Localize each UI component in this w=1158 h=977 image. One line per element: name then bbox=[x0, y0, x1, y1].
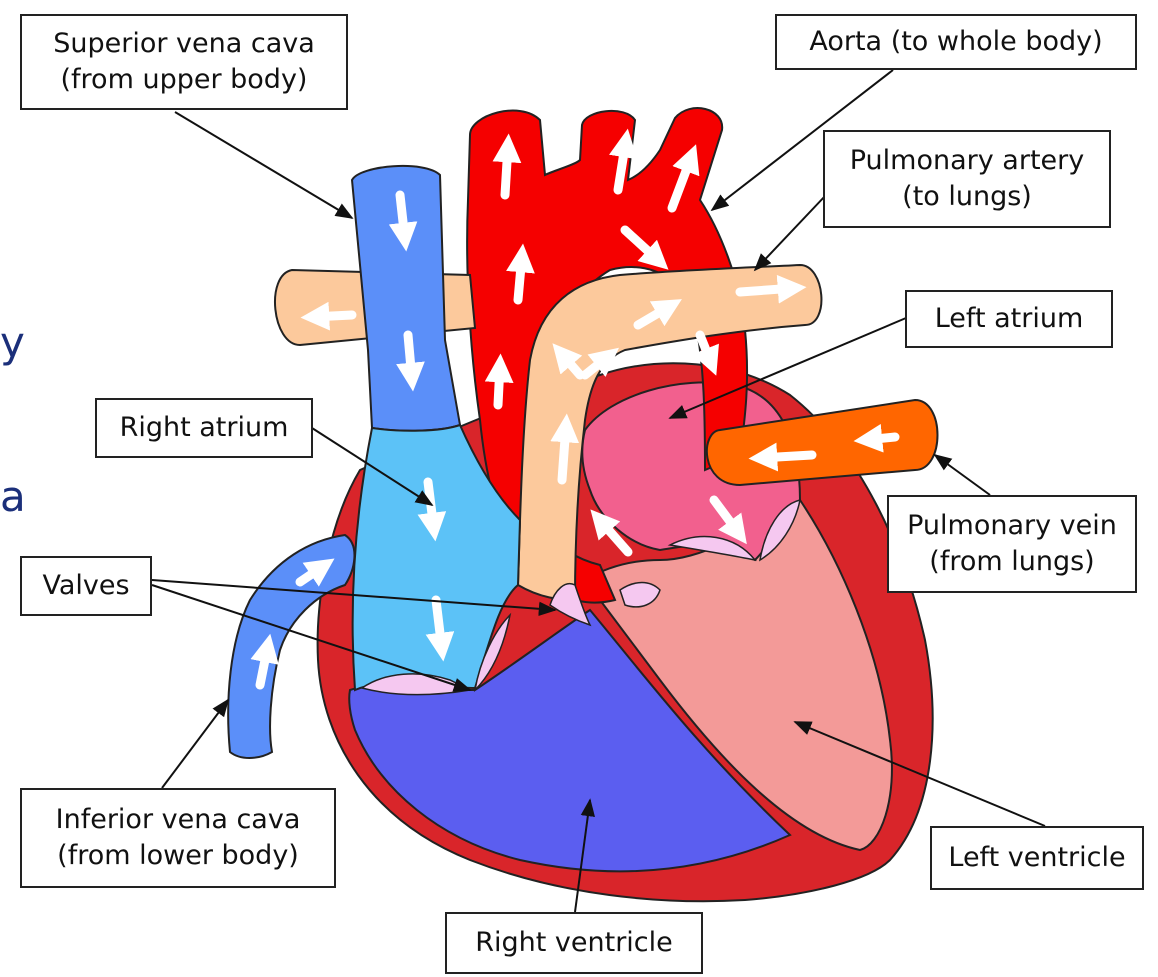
pointer-pulmonary-artery bbox=[755, 195, 826, 270]
label-left-ventricle: Left ventricle bbox=[930, 826, 1144, 890]
label-pulmonary-artery: Pulmonary artery (to lungs) bbox=[823, 130, 1111, 228]
label-right-atrium-text: Right atrium bbox=[120, 410, 289, 446]
label-left-atrium: Left atrium bbox=[905, 290, 1113, 348]
label-valves: Valves bbox=[20, 556, 152, 616]
superior-vena-cava-vessel bbox=[352, 166, 460, 431]
label-pulmonary-vein-line2: (from lungs) bbox=[929, 544, 1094, 580]
label-right-ventricle-text: Right ventricle bbox=[475, 925, 673, 961]
label-superior-vena-cava-line2: (from upper body) bbox=[61, 62, 308, 98]
label-superior-vena-cava-line1: Superior vena cava bbox=[53, 26, 315, 62]
label-inferior-vena-cava-line2: (from lower body) bbox=[57, 838, 299, 874]
pointer-superior-vena-cava bbox=[175, 112, 352, 218]
pointer-inferior-vena-cava bbox=[162, 700, 228, 788]
edge-glyph-1: y bbox=[0, 318, 25, 367]
label-right-atrium: Right atrium bbox=[95, 398, 313, 458]
label-valves-text: Valves bbox=[42, 568, 129, 604]
edge-glyph-2: a bbox=[0, 472, 26, 521]
pointer-pulmonary-vein bbox=[935, 455, 990, 495]
label-left-ventricle-text: Left ventricle bbox=[948, 840, 1125, 876]
label-aorta-text: Aorta (to whole body) bbox=[809, 24, 1102, 60]
label-superior-vena-cava: Superior vena cava (from upper body) bbox=[20, 14, 348, 110]
label-inferior-vena-cava-line1: Inferior vena cava bbox=[56, 802, 301, 838]
label-left-atrium-text: Left atrium bbox=[935, 301, 1084, 337]
label-pulmonary-vein: Pulmonary vein (from lungs) bbox=[887, 495, 1137, 593]
label-inferior-vena-cava: Inferior vena cava (from lower body) bbox=[20, 788, 336, 888]
label-pulmonary-artery-line2: (to lungs) bbox=[902, 179, 1032, 215]
label-aorta: Aorta (to whole body) bbox=[775, 14, 1137, 70]
label-right-ventricle: Right ventricle bbox=[445, 912, 703, 974]
label-pulmonary-vein-line1: Pulmonary vein bbox=[907, 508, 1117, 544]
label-pulmonary-artery-line1: Pulmonary artery bbox=[850, 143, 1084, 179]
